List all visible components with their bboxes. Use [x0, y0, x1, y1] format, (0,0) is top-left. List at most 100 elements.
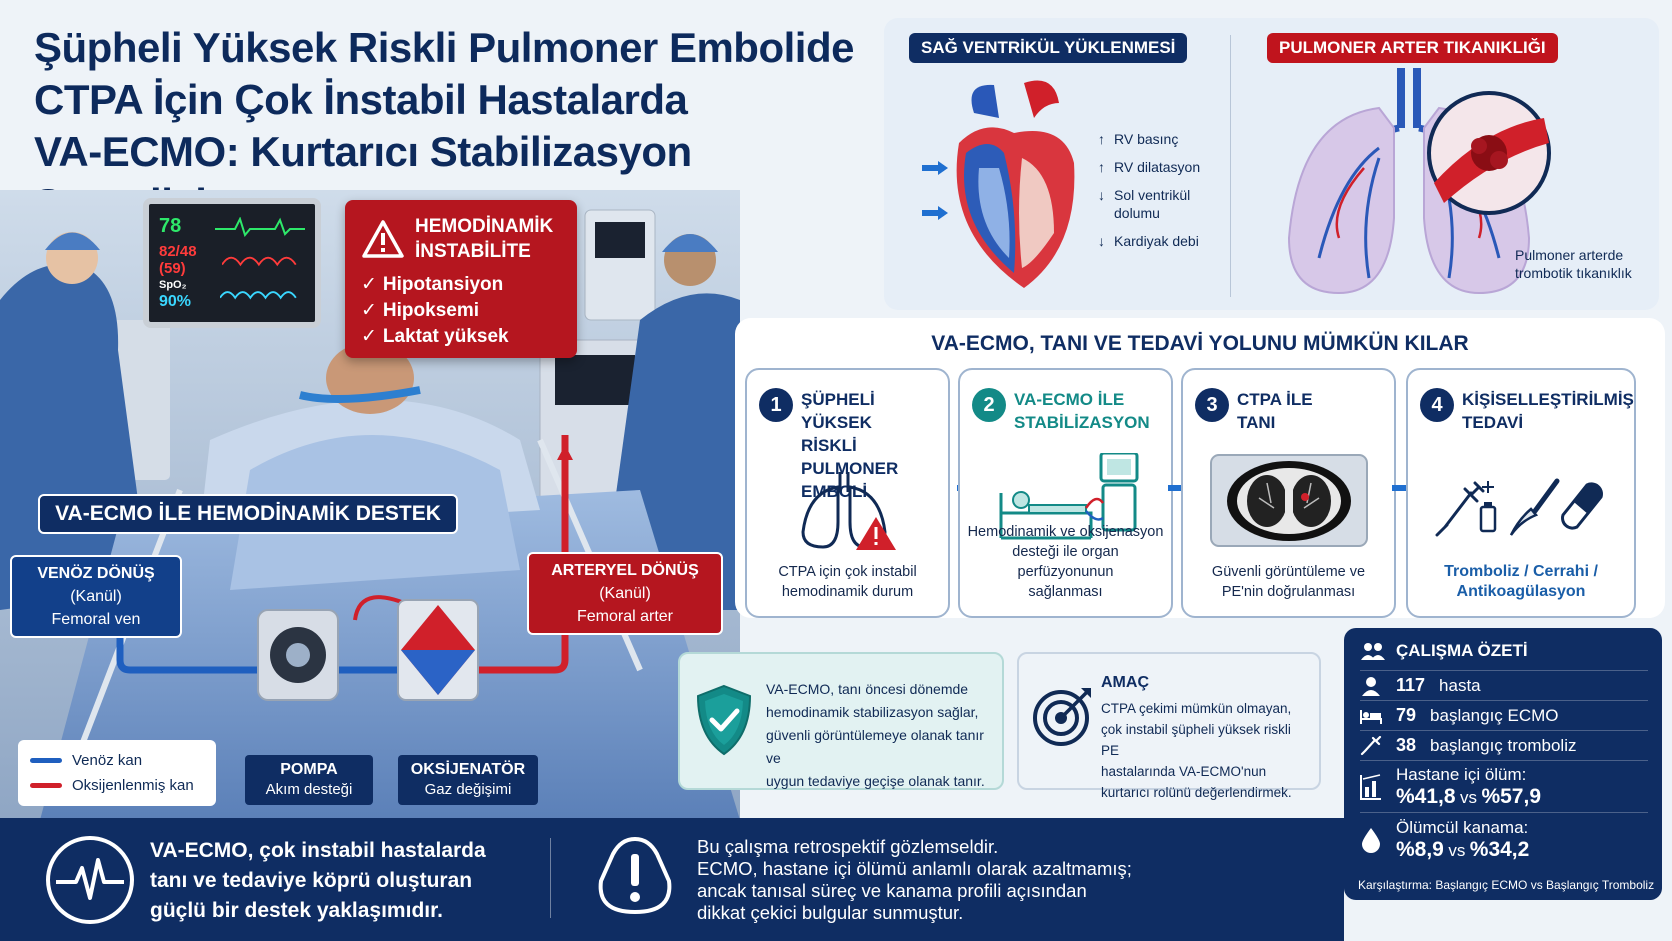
hemodynamic-title-line: İNSTABİLİTE [415, 241, 531, 262]
pathway-step-3: 3 CTPA İLE TANI Güvenli görüntüleme ve P… [1181, 368, 1396, 618]
target-icon [1033, 688, 1091, 746]
summary-row-ecmo: 79 başlangıç ECMO [1360, 700, 1648, 730]
syringe-icon [1435, 481, 1497, 537]
arrow-up-icon: ↑ [1098, 131, 1105, 147]
text-line: uygun tedaviye geçişe olanak tanır. [766, 773, 985, 789]
cannula-site: Femoral arter [576, 608, 674, 625]
step-icon-wrap [747, 462, 948, 562]
pressure-wave-icon [222, 256, 297, 266]
oxygenator-label: OKSİJENATÖR Gaz değişimi [398, 755, 538, 805]
bottom-divider [550, 838, 551, 918]
ecmo-support-label: VA-ECMO İLE HEMODİNAMİK DESTEK [38, 494, 458, 534]
shield-check-icon [696, 684, 752, 756]
blood-pressure-value: 82/48 (59) [159, 242, 197, 277]
summary-label: Hastane içi ölüm: [1396, 764, 1527, 784]
conclusion-line: VA-ECMO, çok instabil hastalarda [150, 839, 486, 862]
step-description-line: CTPA için çok instabil [778, 564, 917, 580]
oxygenator-subtitle: Gaz değişimi [424, 781, 512, 798]
syringe-icon [1360, 735, 1382, 755]
step-description-line: Hemodinamik ve oksijenasyon [967, 524, 1164, 540]
summary-vs: vs [1448, 840, 1466, 860]
list-item-label: Sol ventrikül dolumu [1114, 187, 1191, 221]
spo2-value: 90% [159, 292, 192, 310]
oxygenator-title: OKSİJENATÖR [410, 761, 526, 778]
bar-chart-icon [1360, 773, 1381, 800]
text-line: güvenli görüntülemeye olanak tanır ve [766, 727, 984, 766]
arrow-down-icon: ↓ [1098, 187, 1105, 203]
cannula-title: VENÖZ DÖNÜŞ [37, 565, 155, 582]
caption-line: Pulmoner arterde [1515, 247, 1624, 263]
arrow-up-icon: ↑ [1098, 159, 1105, 175]
step-title-line: KİŞİSELLEŞTİRİLMİŞ [1462, 390, 1634, 409]
bed-icon [1360, 709, 1382, 724]
pleth-wave-icon [219, 290, 297, 299]
summary-label: başlangıç tromboliz [1430, 735, 1577, 755]
check-icon: ✓ [361, 326, 377, 347]
list-item-label: RV dilatasyon [1114, 159, 1201, 175]
warning-icon [362, 220, 404, 258]
note-line: ancak tanısal süreç ve kanama profili aç… [697, 880, 1087, 901]
text-line: kurtarıcı rolünü değerlendirmek. [1101, 785, 1292, 800]
summary-label: hasta [1439, 675, 1481, 695]
check-icon: ✓ [361, 300, 377, 321]
arterial-cannula-label: ARTERYEL DÖNÜŞ (Kanül) Femoral arter [527, 552, 723, 635]
summary-value: %8,9 [1396, 837, 1444, 861]
caption-line: trombotik tıkanıklık [1515, 265, 1632, 281]
summary-vs: vs [1460, 787, 1477, 807]
note-line: ECMO, hastane içi ölümü anlamlı olarak a… [697, 858, 1132, 879]
pathway-step-2: 2 VA-ECMO İLE STABİLİZASYON Hemodinamik … [958, 368, 1173, 618]
pa-obstruction-tag: PULMONER ARTER TIKANIKLIĞI [1267, 33, 1558, 63]
text-line: hastalarında VA-ECMO'nun [1101, 764, 1267, 779]
pathway-step-4: 4 KİŞİSELLEŞTİRİLMİŞ TEDAVİ Tromboliz / [1406, 368, 1636, 618]
list-item-label: Kardiyak debi [1114, 233, 1199, 249]
people-icon [1361, 643, 1385, 660]
summary-label: başlangıç ECMO [1430, 705, 1559, 725]
instability-list: ✓Hipotansiyon ✓Hipoksemi ✓Laktat yüksek [361, 272, 561, 350]
note-line: Bu çalışma retrospektif gözlemseldir. [697, 836, 999, 857]
study-summary-panel: ÇALIŞMA ÖZETİ 117 hasta 79 başlangıç ECM… [1344, 628, 1662, 900]
heart-rate-value: 78 [159, 215, 182, 237]
summary-title: ÇALIŞMA ÖZETİ [1396, 641, 1528, 660]
summary-value: %34,2 [1469, 837, 1530, 861]
legend-item-venous: Venöz kan [30, 748, 204, 773]
step-description-line: Tromboliz / Cerrahi / [1444, 563, 1598, 580]
summary-value: 117 [1396, 675, 1426, 695]
list-item-label: Hipoksemi [382, 300, 480, 321]
summary-header: ÇALIŞMA ÖZETİ [1360, 641, 1528, 661]
aim-info-box: AMAÇ CTPA çekimi mümkün olmayan, çok ins… [1017, 652, 1321, 800]
aim-title: AMAÇ [1101, 674, 1149, 691]
pathophysiology-panel [884, 18, 1659, 310]
cannula-title: ARTERYEL DÖNÜŞ [551, 562, 699, 579]
check-icon: ✓ [361, 274, 377, 295]
step-description-line: sağlanması [1028, 584, 1103, 600]
bottom-limitation-note: Bu çalışma retrospektif gözlemseldir. EC… [697, 836, 1317, 924]
title-line: Şüpheli Yüksek Riskli Pulmoner Embolide [34, 24, 854, 71]
legend-item-oxygenated: Oksijenlenmiş kan [30, 773, 204, 798]
ct-scan-icon [1209, 453, 1368, 547]
step-description-line: Güvenli görüntüleme ve [1211, 564, 1366, 580]
list-item: ✓Laktat yüksek [361, 324, 561, 350]
venous-cannula-label: VENÖZ DÖNÜŞ (Kanül) Femoral ven [10, 555, 182, 638]
step-icon-wrap [960, 450, 1171, 550]
step-title-line: RİSKLİ PULMONER [801, 436, 899, 478]
step-title-line: VA-ECMO İLE [1014, 390, 1125, 409]
spo2-label: SpO₂ [159, 278, 187, 291]
page-title: Şüpheli Yüksek Riskli Pulmoner Embolide … [34, 22, 854, 230]
rv-findings-list: ↑RV basınç ↑RV dilatasyon ↓Sol ventrikül… [1098, 130, 1200, 260]
legend-label: Oksijenlenmiş kan [72, 777, 194, 794]
pathway-step-1: 1 ŞÜPHELİ YÜKSEK RİSKLİ PULMONER EMBOLİ … [745, 368, 950, 618]
pump-subtitle: Akım desteği [265, 781, 353, 798]
treatment-icons [1435, 478, 1603, 537]
rv-overload-tag: SAĞ VENTRİKÜL YÜKLENMESİ [909, 33, 1188, 63]
list-item: ↑ RV dilatasyon [1098, 158, 1200, 176]
summary-value: 38 [1396, 735, 1417, 755]
step-title: KİŞİSELLEŞTİRİLMİŞ TEDAVİ [1462, 388, 1634, 434]
step-description: Güvenli görüntüleme ve PE'nin doğrulanma… [1189, 562, 1388, 602]
list-item: ↓ Sol ventrikül dolumu [1098, 186, 1200, 222]
summary-label: Ölümcül kanama: [1396, 817, 1529, 837]
text-line: VA-ECMO, tanı öncesi dönemde [766, 681, 969, 697]
list-item: ✓Hipoksemi [361, 298, 561, 324]
text-line: çok instabil şüpheli yüksek riskli PE [1101, 722, 1291, 758]
hemodynamic-instability-box: HEMODİNAMİK İNSTABİLİTE ✓Hipotansiyon ✓H… [345, 200, 577, 358]
list-item: ✓Hipotansiyon [361, 272, 561, 298]
